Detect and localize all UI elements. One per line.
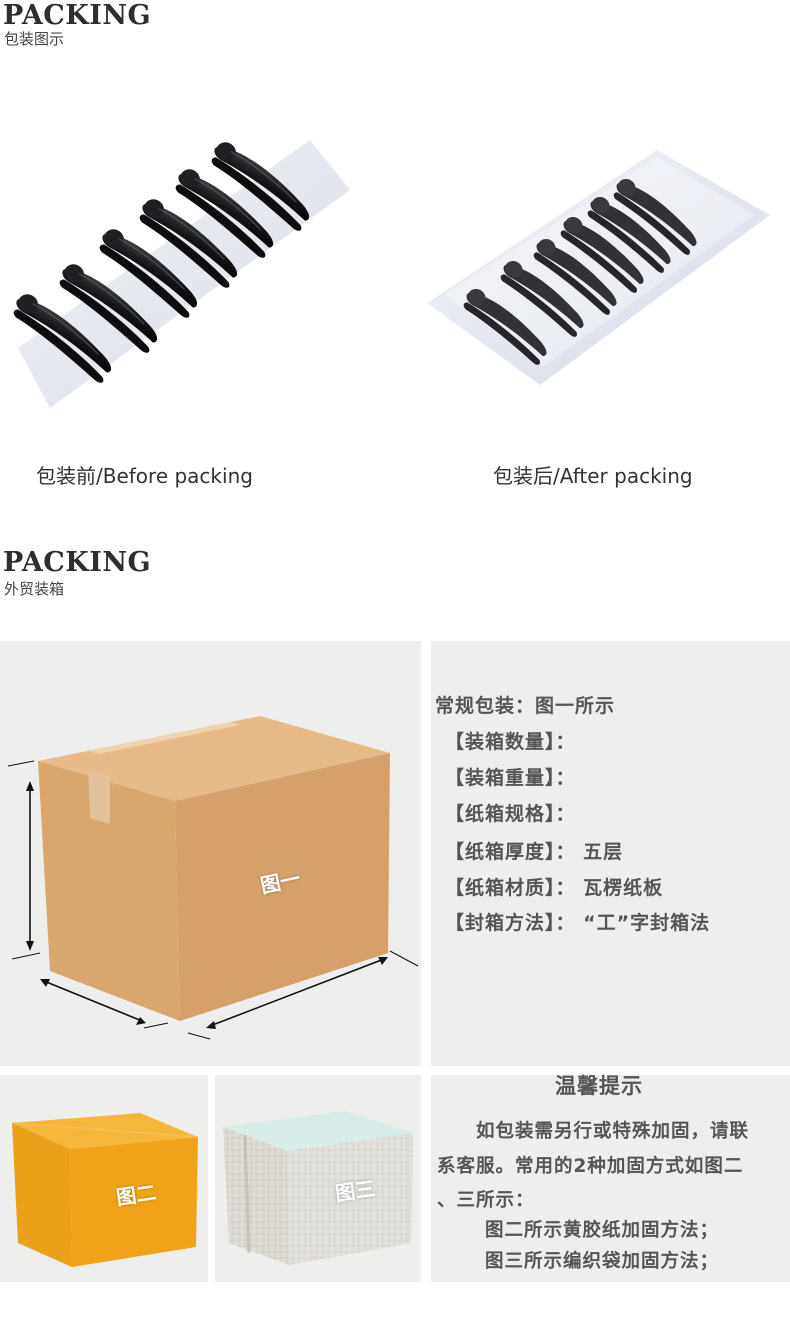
after-packing-image <box>425 145 770 395</box>
figure-2-label: 图二 <box>114 1180 158 1210</box>
packing-weight-line: 【装箱重量】： <box>445 767 576 789</box>
section-title-packing: PACKING <box>3 0 152 31</box>
before-packing-image <box>10 120 370 420</box>
taped-box-image <box>11 1113 199 1267</box>
packing-info-panel: 常规包装：图一所示 【装箱数量】： 【装箱重量】： 【纸箱规格】： 【纸箱厚度】… <box>431 641 790 1066</box>
carton-size-line: 【纸箱规格】： <box>445 803 576 825</box>
tips-line-3: 、三所示： <box>437 1190 535 1211</box>
figure-3-panel: 图三 <box>215 1075 421 1282</box>
before-packing-caption: 包装前/Before packing <box>36 464 253 488</box>
section-subtitle: 包装图示 <box>4 30 65 48</box>
woven-bag-box-image <box>223 1111 413 1265</box>
tips-line-5: 图三所示编织袋加固方法； <box>485 1251 720 1272</box>
tips-line-2: 系客服。常用的2种加固方式如图二 <box>437 1156 744 1177</box>
tips-title: 温馨提示 <box>555 1074 643 1098</box>
figure-2-panel: 图二 <box>0 1075 208 1282</box>
section-title-packing-2: PACKING <box>3 547 152 578</box>
carton-thickness-line: 【纸箱厚度】： 五层 <box>445 841 624 863</box>
packing-info-heading: 常规包装：图一所示 <box>435 695 616 717</box>
tips-line-4: 图二所示黄胶纸加固方法； <box>485 1220 720 1241</box>
tips-panel: 温馨提示 如包装需另行或特殊加固，请联 系客服。常用的2种加固方式如图二 、三所… <box>431 1075 790 1282</box>
figure-3-label: 图三 <box>333 1176 377 1206</box>
sealing-method-line: 【封箱方法】： “工”字封箱法 <box>445 912 711 934</box>
carton-material-line: 【纸箱材质】： 瓦楞纸板 <box>445 877 664 899</box>
packing-qty-line: 【装箱数量】： <box>445 731 576 753</box>
after-packing-caption: 包装后/After packing <box>493 464 693 488</box>
section-subtitle-2: 外贸装箱 <box>4 580 65 598</box>
figure-1-panel: 图一 <box>0 641 421 1066</box>
cardboard-box-image <box>7 716 419 1040</box>
tips-line-1: 如包装需另行或特殊加固，请联 <box>476 1121 750 1142</box>
